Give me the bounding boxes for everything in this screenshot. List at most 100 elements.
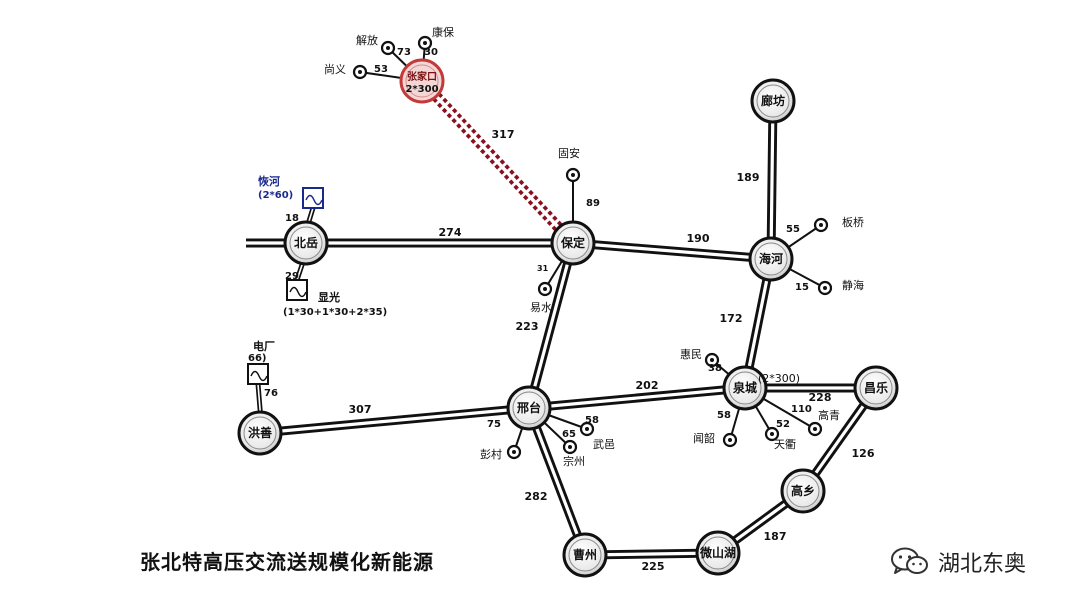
branch-name-label: 宗州 bbox=[563, 454, 585, 468]
station-label: 昌乐 bbox=[864, 380, 888, 395]
hub-label: 张家口 bbox=[407, 70, 437, 83]
generator-wave-icon bbox=[305, 194, 323, 206]
station-label: 廊坊 bbox=[761, 93, 785, 108]
line-length-label: 317 bbox=[492, 128, 515, 141]
branch-value-label: 58 bbox=[717, 410, 731, 421]
line-length-label: 307 bbox=[349, 403, 372, 416]
branch-value-label: 38 bbox=[708, 363, 722, 374]
branch-name-label: 闻韶 bbox=[693, 431, 715, 445]
station-node-caozhou bbox=[562, 532, 608, 578]
plant-capacity-label: 66) bbox=[248, 353, 267, 364]
station-node-changle bbox=[853, 365, 899, 411]
branch-name-label: 高青 bbox=[818, 408, 840, 422]
substation-dot bbox=[423, 41, 427, 45]
substation-dot bbox=[728, 438, 732, 442]
station-node-ring bbox=[728, 371, 762, 405]
plant-capacity-label: (2*60) bbox=[258, 190, 293, 201]
hub-node bbox=[399, 58, 445, 104]
station-node-ring bbox=[754, 242, 788, 276]
plant-name-label: 恢河 bbox=[258, 174, 280, 188]
station-node-ring bbox=[243, 416, 277, 450]
line-length-label: 223 bbox=[516, 320, 539, 333]
branch-value-label: 58 bbox=[585, 415, 599, 426]
station-label: 曹州 bbox=[573, 547, 597, 562]
line-length-label: 126 bbox=[852, 447, 875, 460]
branch-value-label: 55 bbox=[786, 224, 800, 235]
station-node-langfang bbox=[750, 78, 796, 124]
station-label: 微山湖 bbox=[699, 545, 736, 560]
branch-name-label: 固安 bbox=[558, 146, 580, 160]
station-node-weishanhu bbox=[695, 530, 741, 576]
branch-value-label: 65 bbox=[562, 429, 576, 440]
line-length-label: 274 bbox=[439, 226, 462, 239]
branch-name-label: 静海 bbox=[842, 278, 864, 292]
substation-dot bbox=[710, 358, 714, 362]
station-node-ring bbox=[512, 391, 546, 425]
line-length-label: 282 bbox=[525, 490, 548, 503]
line-baoding-xingtai-inner bbox=[527, 242, 575, 409]
diagram-caption: 张北特高压交流送规模化新能源 bbox=[140, 550, 434, 574]
line-langfang-haihe-inner bbox=[769, 100, 775, 260]
station-node-hongshan bbox=[237, 410, 283, 456]
substation-dot bbox=[571, 173, 575, 177]
line-length-label: 202 bbox=[636, 379, 659, 392]
line-zhangbei-baoding-inner bbox=[420, 79, 575, 245]
substation-dot bbox=[568, 445, 572, 449]
station-node-beiyue bbox=[283, 220, 329, 266]
branch-name-label: 解放 bbox=[356, 33, 378, 47]
branch-name-label: 惠民 bbox=[680, 347, 702, 361]
station-label: 高乡 bbox=[791, 483, 815, 498]
substation-dot bbox=[358, 70, 362, 74]
substation-dot bbox=[386, 46, 390, 50]
hub-capacity-label: 2*300 bbox=[405, 84, 438, 95]
branch-value-label: 30 bbox=[424, 47, 438, 58]
station-node-ring bbox=[701, 536, 735, 570]
generator-wave-icon bbox=[289, 286, 307, 298]
station-label: 邢台 bbox=[517, 400, 541, 415]
branch-value-label: 52 bbox=[776, 419, 790, 430]
hub-node-ring bbox=[405, 64, 439, 98]
line-baoding-haihe-inner bbox=[572, 241, 772, 261]
branch-value-label: 53 bbox=[374, 64, 388, 75]
station-label: 泉城 bbox=[733, 380, 757, 395]
plant-value-label: 29 bbox=[285, 271, 299, 282]
station-node-haihe bbox=[748, 236, 794, 282]
brand-watermark: 湖北东奥 bbox=[890, 545, 1026, 579]
station-node-ring bbox=[756, 84, 790, 118]
generator-wave-icon bbox=[250, 370, 268, 382]
plant-capacity-label: (1*30+1*30+2*35) bbox=[283, 307, 387, 318]
line-length-label: 172 bbox=[720, 312, 743, 325]
line-xingtai-quancheng-inner bbox=[528, 386, 746, 410]
station-node-ring bbox=[786, 474, 820, 508]
line-length-label: 225 bbox=[642, 560, 665, 573]
station-node-ring bbox=[289, 226, 323, 260]
branch-name-label: 易水 bbox=[530, 301, 552, 314]
station-node-quancheng bbox=[722, 365, 768, 411]
branch-name-label: 康保 bbox=[432, 25, 454, 39]
branch-name-label: 武邑 bbox=[593, 438, 615, 451]
branch-name-label: 彭村 bbox=[480, 447, 502, 461]
station-node-ring bbox=[568, 538, 602, 572]
station-node-xingtai bbox=[506, 385, 552, 431]
substation-dot bbox=[770, 432, 774, 436]
line-xingtai-caozhou-inner bbox=[527, 407, 587, 556]
brand-name: 湖北东奥 bbox=[938, 552, 1027, 577]
branch-name-label: 天衢 bbox=[774, 438, 796, 451]
branch-value-label: 75 bbox=[487, 419, 501, 430]
station-label: 保定 bbox=[560, 235, 585, 250]
plant-name-label: 显光 bbox=[318, 290, 340, 304]
station-node-ring bbox=[556, 226, 590, 260]
line-length-label: 228 bbox=[809, 391, 832, 404]
line-length-label: 187 bbox=[764, 530, 787, 543]
substation-dot bbox=[585, 427, 589, 431]
station-node-ring bbox=[859, 371, 893, 405]
branch-value-label: 110 bbox=[791, 404, 812, 415]
plant-value-label: 76 bbox=[264, 388, 278, 399]
line-length-label: 189 bbox=[737, 171, 760, 184]
plant-name-label: 电厂 bbox=[253, 339, 275, 353]
plant-value-label: 18 bbox=[285, 213, 299, 224]
station-label: 洪善 bbox=[248, 425, 272, 440]
line-length-label: 190 bbox=[687, 232, 710, 245]
substation-dot bbox=[512, 450, 516, 454]
